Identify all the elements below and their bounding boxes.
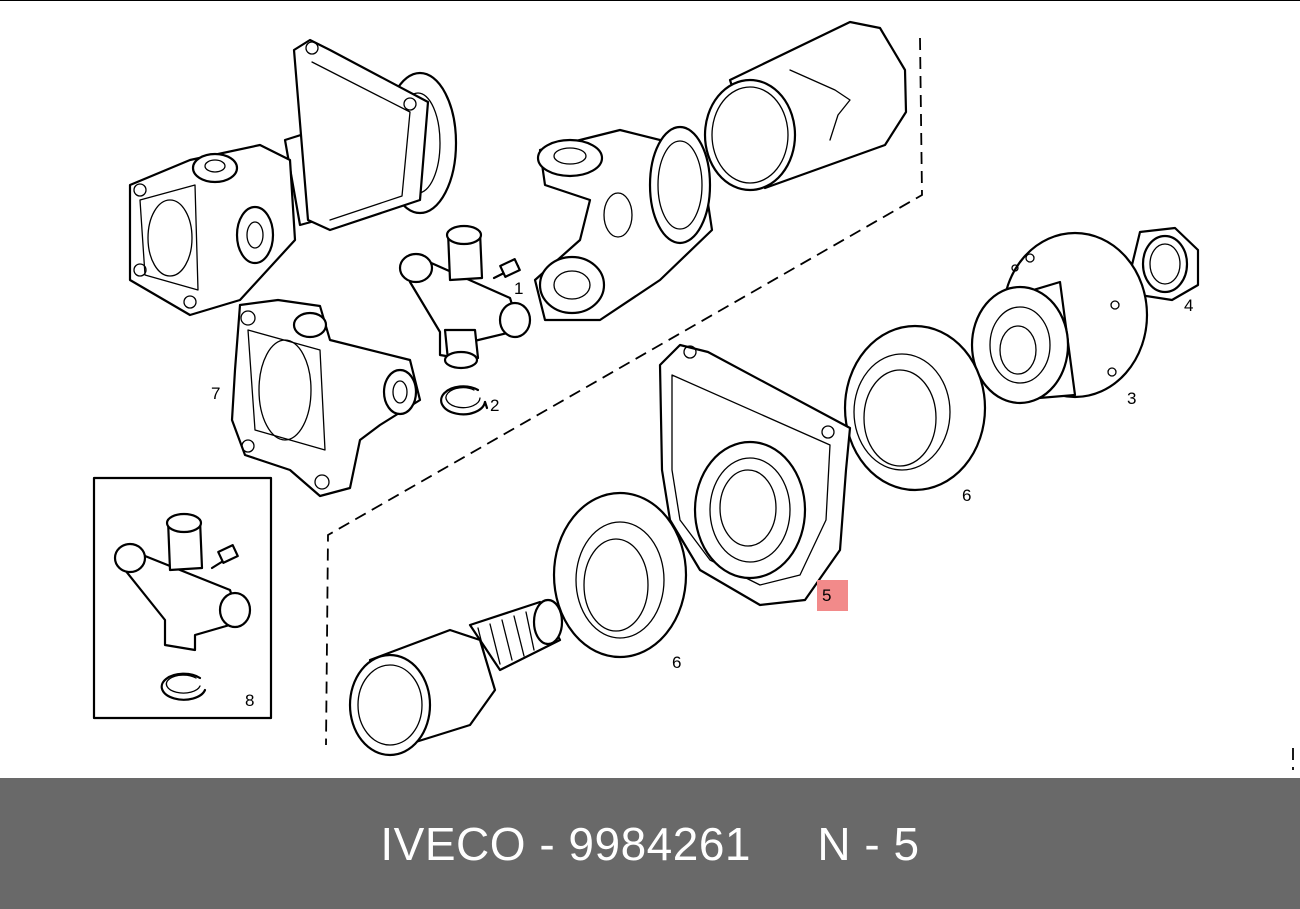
- dust-shield-part-6-upper: [843, 324, 987, 492]
- dust-shield-part-6-lower: [552, 491, 688, 659]
- exploded-parts-diagram: [92, 20, 1294, 770]
- top-border: [0, 0, 1300, 1]
- circlip-part-2: [440, 385, 489, 416]
- center-bearing-support-part-5: [658, 343, 852, 607]
- footer-bar: IVECO - 9984261 N - 5: [0, 778, 1300, 909]
- part-label-6-lower: 6: [672, 653, 682, 672]
- yoke-flange-assembly: [128, 38, 458, 317]
- inset-box-part-8: [92, 476, 273, 720]
- part-label-2: 2: [490, 396, 500, 415]
- part-label-7: 7: [211, 384, 221, 403]
- nut-part-4: [1130, 226, 1200, 302]
- flange-yoke-part-7: [230, 298, 422, 498]
- part-label-1: 1: [514, 279, 524, 298]
- part-label-6-upper: 6: [962, 486, 972, 505]
- part-label-3: 3: [1127, 389, 1137, 408]
- splined-stub-shaft: [348, 598, 564, 757]
- companion-flange-part-3: [970, 231, 1149, 405]
- universal-joint-cross-part-1: [398, 224, 532, 370]
- footer-part-number-text: IVECO - 9984261 N - 5: [380, 817, 920, 870]
- slip-yoke-with-sleeve: [533, 20, 908, 322]
- highlighted-part-marker: [817, 580, 848, 611]
- part-label-5-highlighted: 5: [822, 586, 832, 605]
- part-label-8: 8: [245, 691, 255, 710]
- assembly-dashed-outline: [325, 37, 1294, 770]
- part-label-4: 4: [1184, 296, 1194, 315]
